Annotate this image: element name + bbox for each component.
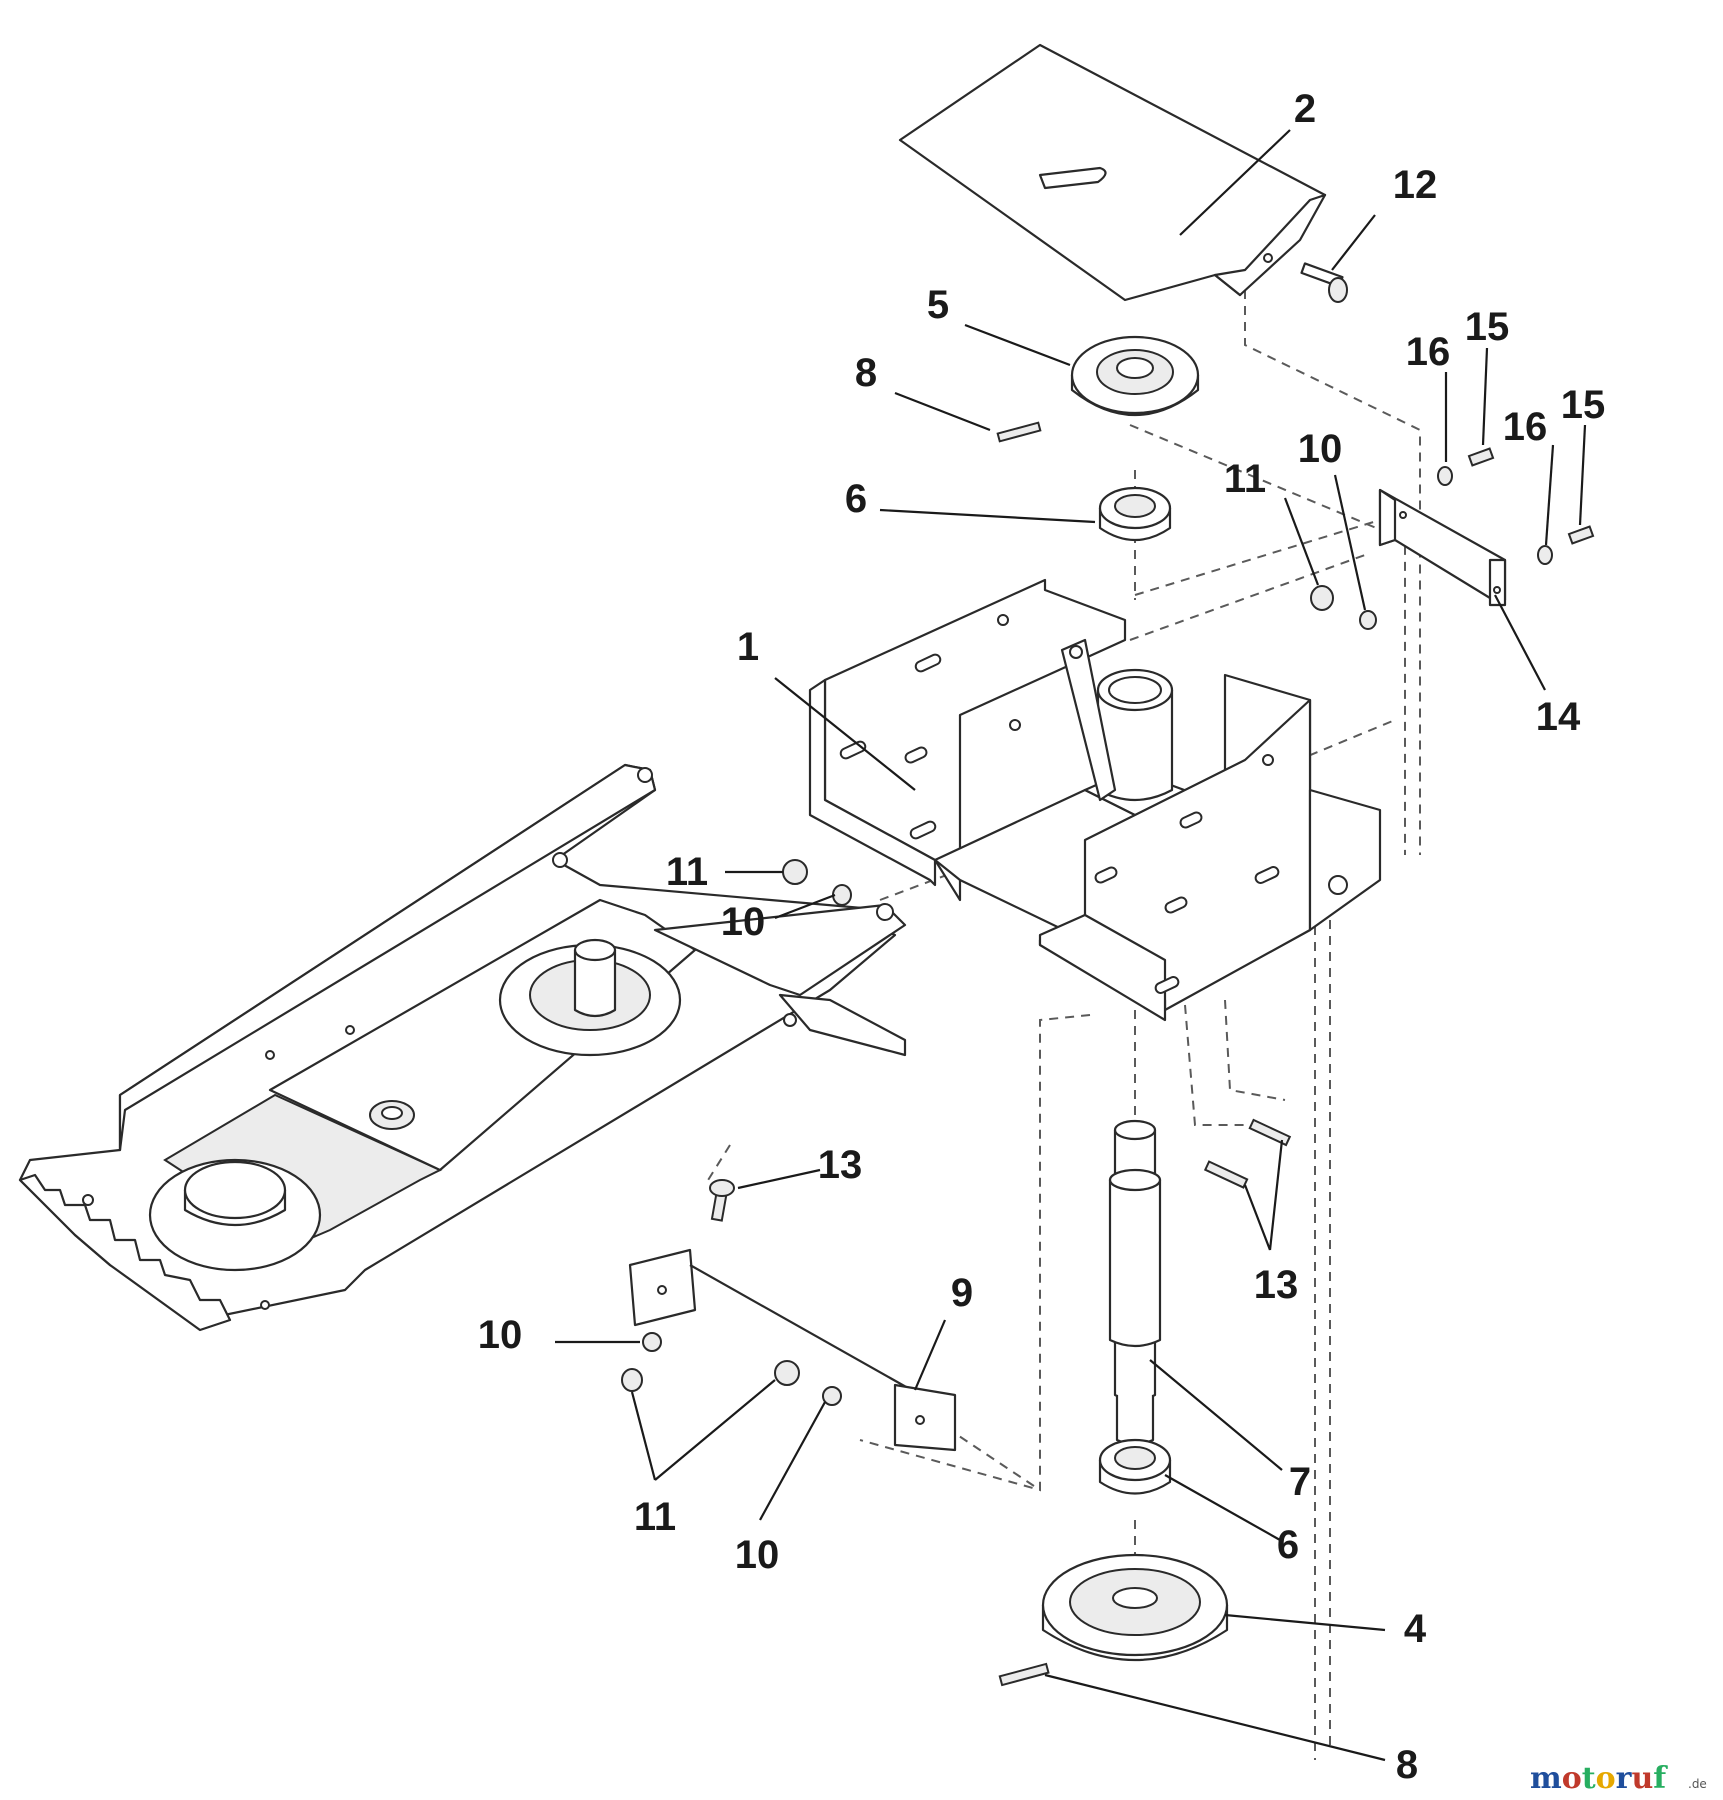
callout-15-upper: 15 [1465, 305, 1510, 349]
part-8-upper-pin [996, 421, 1042, 443]
callout-10-upper: 10 [1298, 427, 1343, 471]
assembly-dashed-lines [704, 290, 1421, 1760]
logo-letter: t [1582, 1761, 1596, 1796]
callout-9: 9 [951, 1271, 973, 1315]
callout-5: 5 [927, 283, 949, 327]
callout-11-bracket: 11 [634, 1495, 676, 1539]
callout-6-lower: 6 [1277, 1523, 1299, 1567]
callout-1: 1 [737, 625, 759, 669]
callout-leader-lines [555, 129, 1587, 1762]
logo-letter: o [1596, 1761, 1616, 1796]
motoruf-logo: motoruf .de [1530, 1761, 1707, 1796]
callout-6-upper: 6 [845, 477, 867, 521]
callout-14: 14 [1536, 695, 1581, 739]
part-12-screw [1300, 262, 1348, 303]
logo-letter: m [1530, 1761, 1562, 1796]
callout-10-bracket-left: 10 [478, 1313, 523, 1357]
part-2-cover-plate [898, 43, 1327, 302]
callout-10-bracket-bottom: 10 [735, 1533, 780, 1577]
logo-letter: f [1653, 1761, 1668, 1796]
logo-suffix: .de [1688, 1777, 1707, 1791]
callout-15-lower: 15 [1561, 383, 1606, 427]
part-4-lower-pulley [1041, 1553, 1229, 1661]
callout-13-bracket: 13 [818, 1143, 863, 1187]
part-13-bolt-bracket [709, 1179, 735, 1222]
callout-2: 2 [1294, 87, 1316, 131]
part-9-bracket [628, 1248, 957, 1452]
part-5-upper-pulley [1070, 335, 1200, 416]
callout-16-lower: 16 [1503, 405, 1548, 449]
part-7-shaft [1108, 1119, 1162, 1446]
logo-letter: r [1616, 1761, 1633, 1796]
callout-labels: 1 2 4 5 6 6 7 8 8 9 10 10 10 10 11 11 11… [478, 87, 1606, 1787]
part-13-bolts-right [1203, 1118, 1292, 1189]
svg-text:motoruf: motoruf [1530, 1761, 1668, 1796]
logo-letter: u [1631, 1761, 1653, 1796]
part-14-bracket [1378, 488, 1507, 607]
callout-7: 7 [1289, 1460, 1311, 1504]
mower-deck-housing [18, 763, 907, 1332]
part-11-10-fasteners-deck [782, 859, 852, 906]
callout-13-right: 13 [1254, 1263, 1299, 1307]
part-15-screws [1467, 447, 1595, 545]
part-16-washers [1437, 466, 1553, 565]
part-8-lower-pin [998, 1662, 1050, 1687]
callout-8-upper: 8 [855, 351, 877, 395]
part-10-11-fasteners-bracket [621, 1332, 842, 1406]
logo-letter: o [1562, 1761, 1582, 1796]
callout-10-deck: 10 [721, 900, 766, 944]
callout-4: 4 [1404, 1607, 1427, 1651]
part-6-upper-bearing [1098, 486, 1172, 541]
callout-11-upper: 11 [1224, 457, 1266, 501]
part-1-main-frame [808, 578, 1382, 1022]
part-6-lower-bearing [1098, 1438, 1172, 1495]
callout-11-deck: 11 [666, 850, 708, 894]
part-11-10-fasteners-upper [1310, 585, 1377, 630]
callout-8-lower: 8 [1396, 1743, 1418, 1787]
callout-12: 12 [1393, 163, 1438, 207]
callout-16-upper: 16 [1406, 330, 1451, 374]
